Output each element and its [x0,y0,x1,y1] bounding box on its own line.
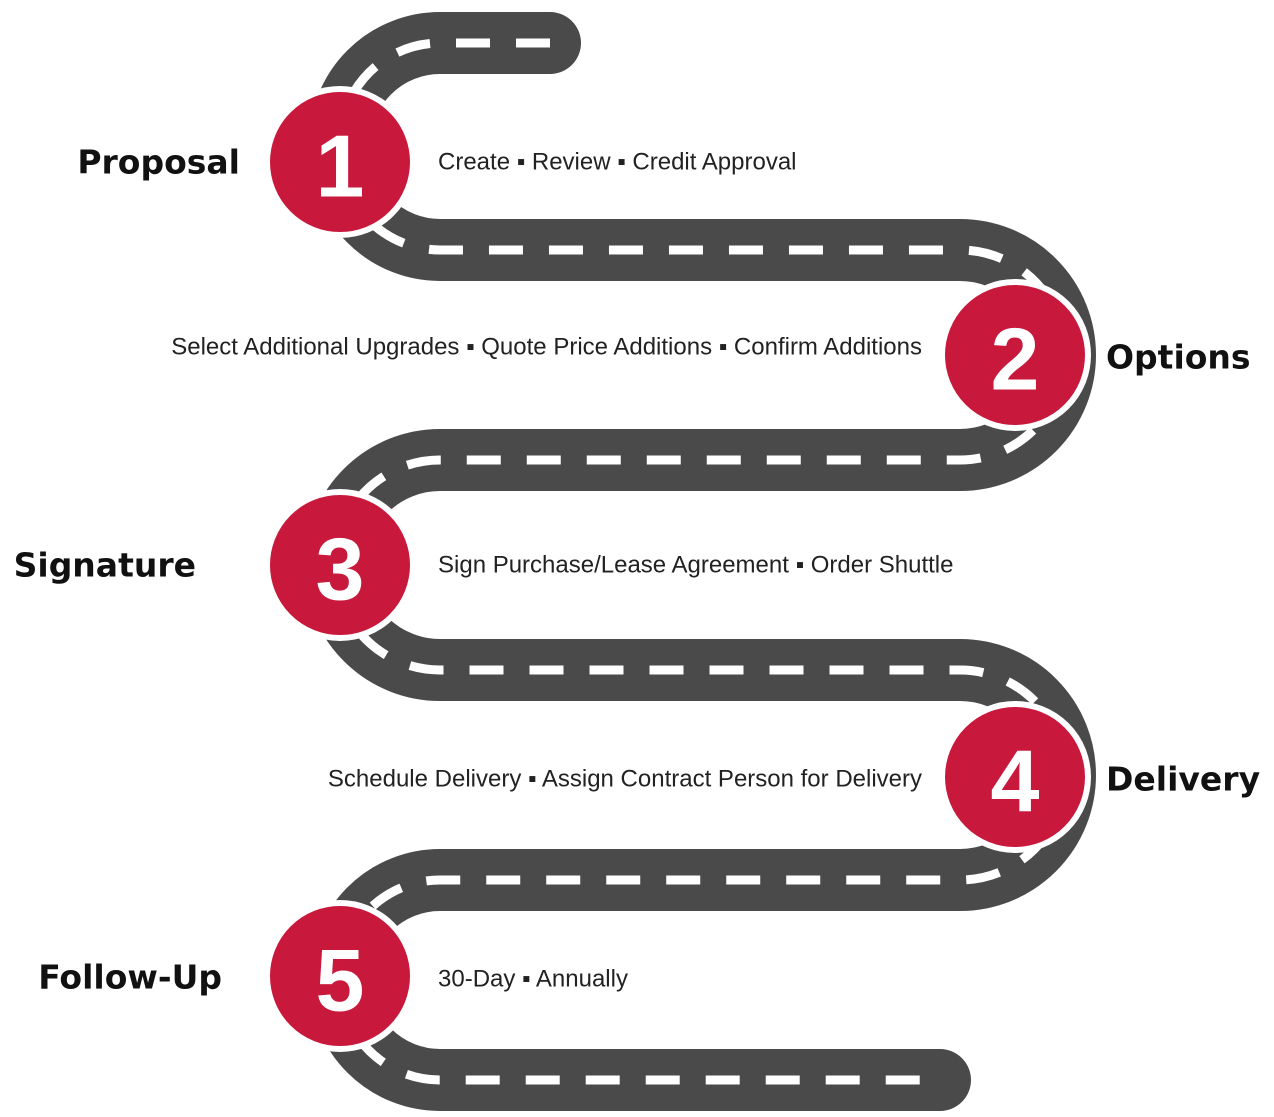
step-1-number: 1 [316,117,365,216]
step-1-description: Create ▪ Review ▪ Credit Approval [438,149,797,176]
step-3-number: 3 [316,520,365,619]
step-1: 1 Proposal Create ▪ Review ▪ Credit Appr… [77,86,797,238]
step-5-marker [264,900,416,1052]
step-5-description: 30-Day ▪ Annually [438,966,628,993]
step-4: 4 Delivery Schedule Delivery ▪ Assign Co… [328,701,1260,853]
step-3: 3 Signature Sign Purchase/Lease Agreemen… [14,489,953,641]
step-3-marker [264,489,416,641]
step-3-label: Signature [14,546,196,585]
step-2-description: Select Additional Upgrades ▪ Quote Price… [171,334,922,361]
step-4-description: Schedule Delivery ▪ Assign Contract Pers… [328,766,922,793]
step-1-marker [264,86,416,238]
step-2: 2 Options Select Additional Upgrades ▪ Q… [171,279,1251,431]
lane-markings [330,38,1070,1085]
step-5-number: 5 [316,931,365,1030]
step-2-label: Options [1106,338,1251,377]
step-4-label: Delivery [1106,760,1260,799]
step-4-marker [939,701,1091,853]
step-5: 5 Follow-Up 30-Day ▪ Annually [38,900,628,1052]
step-2-marker [939,279,1091,431]
step-5-label: Follow-Up [38,958,222,997]
step-1-label: Proposal [77,143,240,182]
step-3-description: Sign Purchase/Lease Agreement ▪ Order Sh… [438,552,953,579]
step-4-number: 4 [991,732,1040,831]
step-2-number: 2 [991,310,1040,409]
